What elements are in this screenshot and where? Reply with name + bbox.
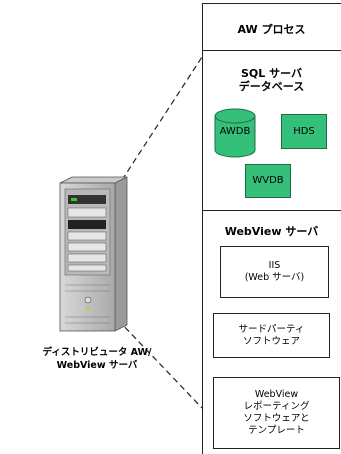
awdb-label: AWDB — [219, 126, 251, 137]
sql-section-title: SQL サーバ データベース — [238, 67, 305, 93]
server-tower-icon — [59, 176, 128, 332]
hds-label: HDS — [293, 125, 315, 137]
wvdb-label: WVDB — [252, 175, 284, 186]
reporting-label: WebView レポーティング ソフトウェアと テンプレート — [243, 389, 310, 436]
connector-bottom — [117, 319, 203, 409]
iis-box: IIS (Web サーバ) — [220, 246, 329, 298]
third-party-label: サードパーティ ソフトウェア — [238, 323, 305, 347]
wvdb-box: WVDB — [245, 164, 291, 198]
webview-section-title: WebView サーバ — [224, 225, 319, 238]
awdb-cylinder — [214, 108, 256, 158]
server-caption: ディストリビュータ AW/ WebView サーバ — [42, 347, 152, 371]
architecture-panel — [202, 3, 341, 454]
divider-aw — [202, 50, 341, 51]
reporting-box: WebView レポーティング ソフトウェアと テンプレート — [213, 377, 340, 449]
iis-label: IIS (Web サーバ) — [244, 260, 305, 283]
connector-top — [121, 56, 203, 181]
aw-process-title: AW プロセス — [237, 23, 306, 36]
third-party-box: サードパーティ ソフトウェア — [213, 313, 330, 358]
hds-box: HDS — [281, 114, 327, 149]
divider-sql — [202, 210, 341, 211]
